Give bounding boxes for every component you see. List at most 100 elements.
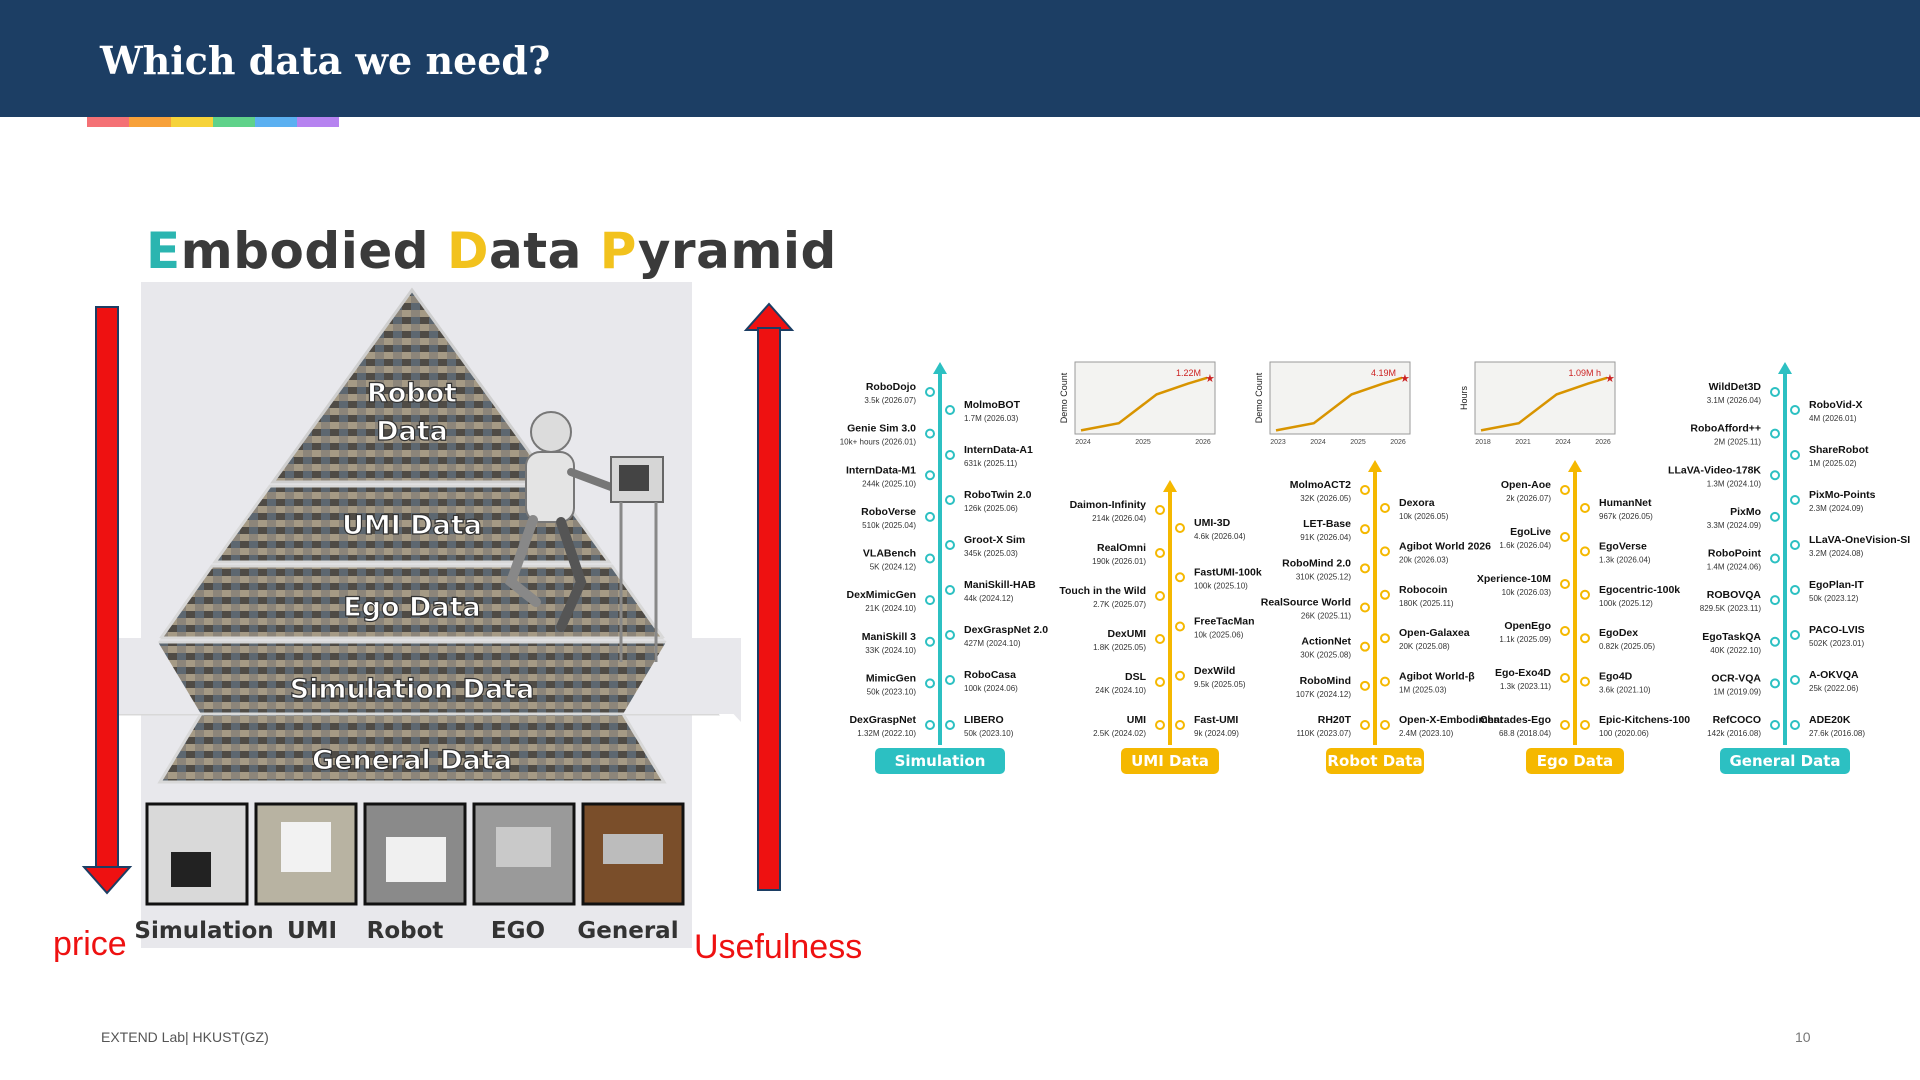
timeline-node xyxy=(1560,579,1570,589)
peak-star-icon: ★ xyxy=(1605,373,1615,385)
dataset-name: LLaVA-OneVision-SI xyxy=(1809,534,1910,546)
timeline-node xyxy=(925,470,935,481)
timeline-node xyxy=(925,678,935,689)
dataset-name: ShareRobot xyxy=(1809,444,1869,456)
dataset-name: Charades-Ego xyxy=(1480,714,1551,726)
growth-tick-label: 2024 xyxy=(1310,439,1326,446)
dataset-name: InternData-M1 xyxy=(846,464,916,476)
pyramid-label-robot: Robot xyxy=(367,378,457,409)
dataset-meta: 21K (2024.10) xyxy=(865,604,916,613)
timeline-node xyxy=(1790,630,1800,640)
timeline-node xyxy=(1560,720,1570,730)
growth-tick-label: 2026 xyxy=(1595,439,1611,446)
dataset-meta: 345k (2025.03) xyxy=(964,549,1018,558)
dataset-meta: 1M (2025.02) xyxy=(1809,459,1857,468)
timeline-node xyxy=(1360,485,1370,495)
dataset-meta: 3.6k (2021.10) xyxy=(1599,686,1651,695)
dataset-meta: 2k (2026.07) xyxy=(1506,494,1551,503)
dataset-meta: 5K (2024.12) xyxy=(870,563,917,572)
timeline-node xyxy=(1380,676,1390,687)
dataset-name: EgoLive xyxy=(1510,526,1551,538)
timeline-node xyxy=(1175,720,1185,730)
dataset-name: DexUMI xyxy=(1107,628,1146,640)
timeline-node xyxy=(1770,636,1780,647)
dataset-name: RoboVid-X xyxy=(1809,399,1862,411)
growth-ylabel: Demo Count xyxy=(1059,372,1069,423)
dataset-meta: 20k (2026.03) xyxy=(1399,555,1449,564)
title-bar xyxy=(0,0,1920,117)
dataset-meta: 3.1M (2026.04) xyxy=(1707,396,1762,405)
growth-curve xyxy=(1275,376,1403,432)
dataset-name: A-OKVQA xyxy=(1809,669,1859,681)
pyramid-title-word-1: mbodied xyxy=(180,222,447,280)
stripe-segment xyxy=(297,117,339,127)
timeline-node xyxy=(1770,387,1780,397)
growth-tick-label: 2021 xyxy=(1515,439,1531,446)
timeline-node xyxy=(1770,470,1780,481)
dataset-meta: 502K (2023.01) xyxy=(1809,639,1864,648)
thumbnail-label-robot: Robot xyxy=(367,918,444,944)
dataset-name: RoboMind 2.0 xyxy=(1282,557,1351,569)
timeline-node xyxy=(1360,602,1370,613)
dataset-name: EgoVerse xyxy=(1599,540,1647,552)
growth-curve xyxy=(1080,376,1208,432)
timeline-node xyxy=(945,675,955,685)
dataset-meta: 1.3k (2026.04) xyxy=(1599,555,1651,564)
dataset-name: DexWild xyxy=(1194,665,1235,677)
dataset-name: ROBOVQA xyxy=(1707,589,1762,601)
stripe-segment xyxy=(87,117,129,127)
timeline-node xyxy=(1580,503,1590,513)
growth-tick-label: 2026 xyxy=(1390,439,1406,446)
dataset-name: Agibot World-β xyxy=(1399,671,1475,683)
dataset-meta: 25k (2022.06) xyxy=(1809,684,1859,693)
dataset-name: Daimon-Infinity xyxy=(1070,499,1147,511)
timeline-node xyxy=(945,450,955,460)
dataset-meta: 126k (2025.06) xyxy=(964,504,1018,513)
dataset-meta: 1.8K (2025.05) xyxy=(1093,643,1146,652)
dataset-meta: 0.82k (2025.05) xyxy=(1599,642,1655,651)
thumbnail-label-simulation: Simulation xyxy=(134,918,273,944)
timeline-node xyxy=(1770,720,1780,730)
dataset-meta: 100k (2024.06) xyxy=(964,684,1018,693)
timeline-node xyxy=(1380,633,1390,644)
dataset-name: UMI xyxy=(1127,714,1146,726)
humanoid-robot-icon xyxy=(505,411,664,662)
growth-tick-label: 2025 xyxy=(1350,439,1366,446)
timeline-node xyxy=(1790,675,1800,685)
color-stripe xyxy=(87,117,339,127)
category-badge: Ego Data xyxy=(1526,748,1624,774)
dataset-name: LIBERO xyxy=(964,714,1004,726)
thumbnail-general xyxy=(581,802,685,906)
timeline-node xyxy=(925,595,935,606)
growth-tick-label: 2025 xyxy=(1135,439,1151,446)
timeline-node xyxy=(1155,720,1165,730)
dataset-meta: 100k (2025.10) xyxy=(1194,581,1248,590)
dataset-name: LLaVA-Video-178K xyxy=(1668,464,1761,476)
dataset-name: MolmoBOT xyxy=(964,399,1021,411)
dataset-name: Robocoin xyxy=(1399,584,1447,596)
dataset-name: ManiSkill-HAB xyxy=(964,579,1036,591)
dataset-name: RoboTwin 2.0 xyxy=(964,489,1032,501)
dataset-meta: 631k (2025.11) xyxy=(964,459,1018,468)
thumbnail-row xyxy=(145,802,685,906)
dataset-meta: 50k (2023.10) xyxy=(867,687,917,696)
dataset-meta: 10k (2026.05) xyxy=(1399,512,1449,521)
dataset-name: RoboAfford++ xyxy=(1690,423,1761,435)
timeline-node xyxy=(1360,563,1370,574)
dataset-name: HumanNet xyxy=(1599,497,1652,509)
dataset-meta: 3.3M (2024.09) xyxy=(1707,521,1762,530)
dataset-meta: 3.2M (2024.08) xyxy=(1809,549,1864,558)
price-arrow-down xyxy=(81,306,133,895)
timeline-node xyxy=(1360,524,1370,535)
timeline-node xyxy=(1380,503,1390,513)
dataset-meta: 2.3M (2024.09) xyxy=(1809,504,1864,513)
dataset-name: FastUMI-100k xyxy=(1194,566,1262,578)
dataset-meta: 2.5K (2024.02) xyxy=(1093,729,1146,738)
dataset-name: Dexora xyxy=(1399,497,1435,509)
dataset-meta: 1.6k (2026.04) xyxy=(1499,541,1551,550)
stripe-segment xyxy=(129,117,171,127)
dataset-name: VLABench xyxy=(863,548,916,560)
pyramid-label-data: Data xyxy=(376,416,448,447)
dataset-name: RoboCasa xyxy=(964,669,1016,681)
timeline-node xyxy=(1360,641,1370,652)
